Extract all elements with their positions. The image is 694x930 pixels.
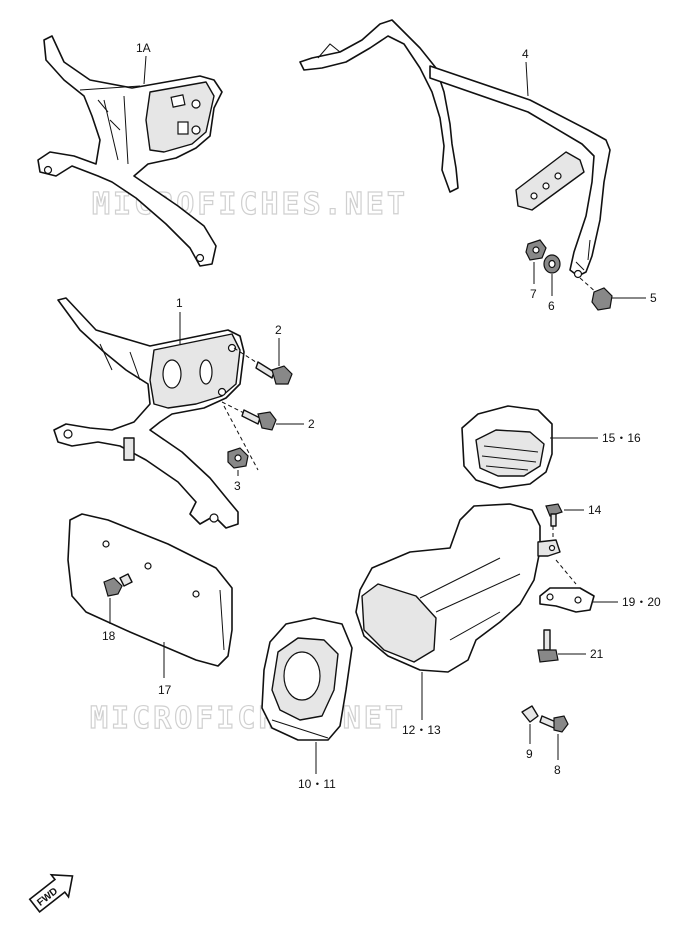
callout-1: 1	[176, 296, 183, 310]
grommet-18-drawing	[103, 573, 133, 597]
clip-9-drawing	[521, 705, 539, 723]
callout-4: 4	[522, 47, 529, 61]
cover-10-11-drawing	[261, 617, 353, 741]
callout-2-upper: 2	[275, 323, 282, 337]
washer-6-drawing	[543, 254, 561, 274]
bracket-19-20-drawing	[539, 559, 595, 613]
duct-12-13-drawing	[355, 503, 561, 673]
screw-8-drawing	[539, 715, 569, 733]
callout-12-13: 12・13	[402, 723, 441, 737]
callout-5: 5	[650, 291, 657, 305]
callout-2-lower: 2	[308, 417, 315, 431]
callout-14: 14	[588, 503, 602, 517]
pipe-4-drawing	[299, 19, 611, 279]
callout-9: 9	[526, 747, 533, 761]
callout-17: 17	[158, 683, 172, 697]
bracket-1a-drawing	[37, 35, 223, 267]
nut-3-drawing	[223, 405, 259, 471]
bolt-2-upper-drawing	[233, 347, 293, 385]
callout-1a: 1A	[136, 41, 151, 55]
callout-21: 21	[590, 647, 604, 661]
bolt-5-drawing	[579, 277, 613, 311]
callout-6: 6	[548, 299, 555, 313]
bolt-2-lower-drawing	[221, 401, 277, 431]
watermark-bottom: MICROFICHES.NET	[90, 701, 406, 736]
callout-7: 7	[530, 287, 537, 301]
callout-15-16: 15・16	[602, 431, 641, 445]
bracket-1-drawing	[53, 297, 245, 529]
callout-3: 3	[234, 479, 241, 493]
screw-14-drawing	[545, 503, 563, 546]
callout-10-11: 10・11	[298, 777, 336, 791]
duct-15-16-drawing	[461, 405, 553, 489]
callout-19-20: 19・20	[622, 595, 661, 609]
callout-18: 18	[102, 629, 116, 643]
callout-8: 8	[554, 763, 561, 777]
bolt-21-drawing	[537, 629, 559, 663]
fwd-arrow-icon: FWD	[28, 873, 74, 913]
nut-7-drawing	[525, 239, 547, 261]
panel-17-drawing	[67, 513, 233, 667]
